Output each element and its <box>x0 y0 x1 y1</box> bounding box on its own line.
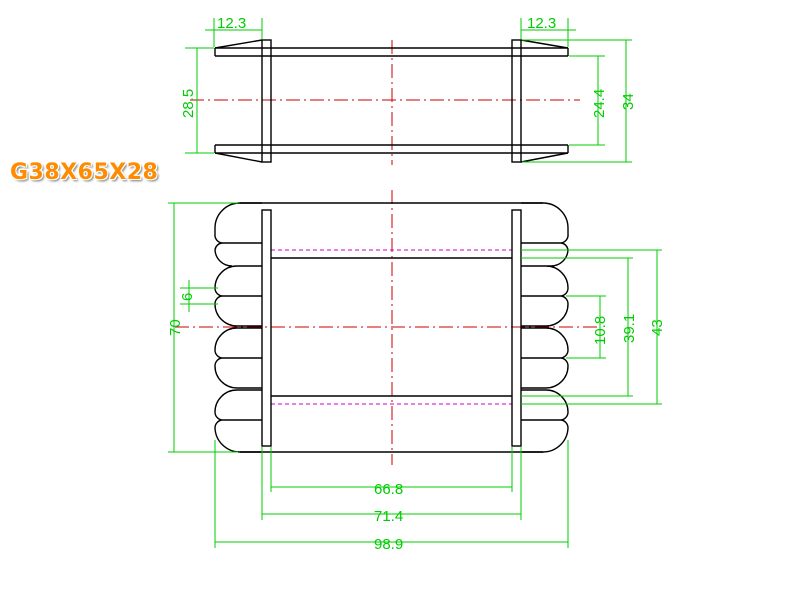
dim-label-front-slot-width: 6 <box>179 293 196 301</box>
dim-top-inner-height: 24.4 <box>569 55 608 146</box>
dim-front-overall-height: 70 <box>167 202 238 453</box>
dim-label-top-inner-height: 24.4 <box>591 89 608 118</box>
top-view-pin-bottom-right <box>520 152 569 163</box>
top-view: 12.3 12.3 28.5 24.4 34 <box>180 15 637 165</box>
front-view: 70 6 10.8 39.1 43 <box>167 190 666 553</box>
dim-top-overall-height: 34 <box>522 39 637 163</box>
top-view-right-flange <box>511 39 522 163</box>
dim-label-front-inner-span: 39.1 <box>621 314 638 343</box>
front-view-left-flange <box>261 209 272 447</box>
dim-front-overall-length: 98.9 <box>214 440 569 553</box>
dim-front-mid-length: 71.4 <box>261 447 522 525</box>
dim-top-flange-right: 12.3 <box>520 15 576 47</box>
dim-label-top-flange-left: 12.3 <box>217 15 246 32</box>
top-view-left-flange <box>261 39 272 163</box>
dim-label-top-flange-right: 12.3 <box>527 15 556 32</box>
dim-label-front-overall-height: 70 <box>167 319 184 336</box>
dim-front-slot-width: 6 <box>179 280 218 312</box>
dim-front-slot-pitch: 10.8 <box>566 295 609 359</box>
dim-label-front-overall-length: 98.9 <box>374 536 403 553</box>
dim-label-front-inner-length: 66.8 <box>374 481 403 498</box>
dim-top-flange-left: 12.3 <box>205 15 263 47</box>
dim-label-front-outer-span: 43 <box>649 319 666 336</box>
part-number-title: G38X65X28 <box>10 160 159 185</box>
dim-label-top-height-left: 28.5 <box>180 89 197 118</box>
dim-label-front-mid-length: 71.4 <box>374 508 403 525</box>
top-view-pin-bottom-left <box>214 152 263 163</box>
dim-front-inner-length: 66.8 <box>270 447 513 498</box>
top-view-pin-top-left <box>214 39 263 49</box>
dim-top-height-left: 28.5 <box>180 47 214 154</box>
dim-front-outer-span: 43 <box>521 249 666 405</box>
front-view-right-flange <box>511 209 522 447</box>
top-view-pin-top-right <box>520 39 569 49</box>
front-view-right-comb-outline <box>521 202 569 453</box>
dim-label-top-overall-height: 34 <box>620 93 637 110</box>
front-view-left-comb-outline <box>214 202 262 453</box>
dim-label-front-slot-pitch: 10.8 <box>592 316 609 345</box>
dim-front-inner-span: 39.1 <box>521 257 638 397</box>
